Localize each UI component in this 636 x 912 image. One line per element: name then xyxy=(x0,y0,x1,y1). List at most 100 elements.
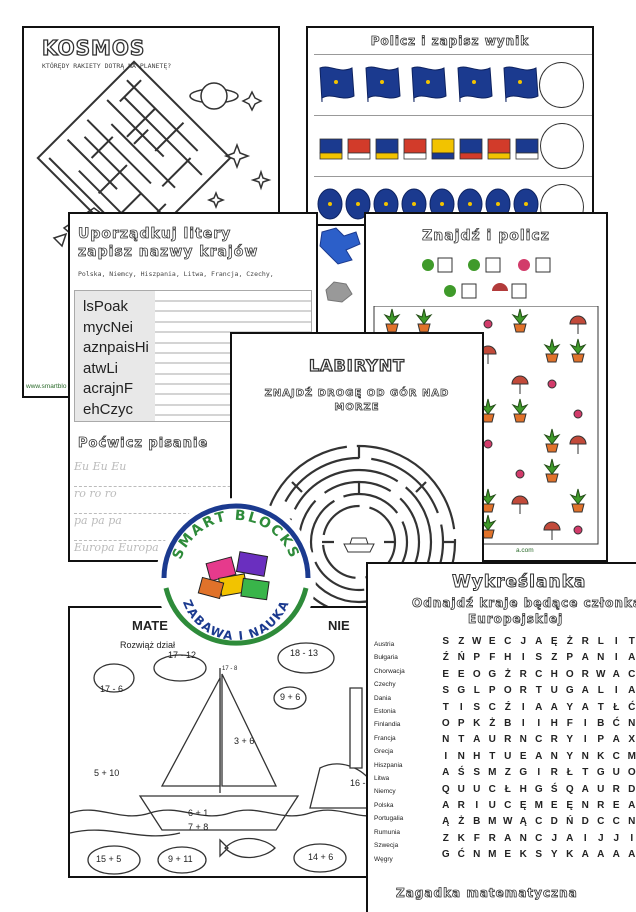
grid-letter[interactable]: R xyxy=(581,636,589,647)
grid-letter[interactable]: C xyxy=(535,668,543,680)
grid-letter[interactable]: Ż xyxy=(458,816,465,828)
grid-letter[interactable]: K xyxy=(457,832,465,844)
grid-letter[interactable]: Z xyxy=(504,767,511,779)
grid-letter[interactable]: M xyxy=(488,816,497,828)
grid-letter[interactable]: I xyxy=(583,832,587,844)
grid-letter[interactable]: S xyxy=(473,767,481,779)
grid-letter[interactable]: I xyxy=(614,652,618,664)
grid-letter[interactable]: O xyxy=(441,717,450,729)
grid-letter[interactable]: J xyxy=(597,832,604,844)
grid-letter[interactable]: T xyxy=(535,685,542,697)
grid-letter[interactable]: G xyxy=(565,685,574,697)
grid-letter[interactable]: U xyxy=(597,783,605,795)
grid-letter[interactable]: N xyxy=(519,734,527,746)
grid-letter[interactable]: O xyxy=(627,767,636,779)
grid-letter[interactable]: Ę xyxy=(550,636,558,647)
grid-letter[interactable]: T xyxy=(442,701,449,713)
grid-letter[interactable]: D xyxy=(550,816,558,828)
grid-letter[interactable]: A xyxy=(581,849,589,861)
grid-letter[interactable]: Ś xyxy=(457,767,465,779)
grid-letter[interactable]: A xyxy=(581,685,589,697)
grid-letter[interactable]: O xyxy=(472,668,481,680)
grid-letter[interactable]: A xyxy=(566,832,574,844)
grid-letter[interactable]: A xyxy=(442,799,450,811)
grid-letter[interactable]: R xyxy=(519,685,527,697)
grid-letter[interactable]: C xyxy=(535,816,543,828)
grid-letter[interactable]: L xyxy=(473,685,480,697)
grid-letter[interactable]: K xyxy=(519,849,527,861)
grid-letter[interactable]: Z xyxy=(551,652,558,664)
grid-letter[interactable]: C xyxy=(612,750,620,762)
grid-letter[interactable]: P xyxy=(566,652,574,664)
grid-letter[interactable]: G xyxy=(596,767,605,779)
grid-letter[interactable]: P xyxy=(488,685,496,697)
grid-letter[interactable]: I xyxy=(630,832,634,844)
grid-letter[interactable]: W xyxy=(503,816,513,828)
grid-letter[interactable]: A xyxy=(535,701,543,713)
grid-letter[interactable]: A xyxy=(550,701,558,713)
grid-letter[interactable]: T xyxy=(628,636,635,647)
grid-letter[interactable]: U xyxy=(473,783,481,795)
grid-letter[interactable]: N xyxy=(519,832,527,844)
grid-letter[interactable]: R xyxy=(519,668,527,680)
grid-letter[interactable]: S xyxy=(442,636,450,647)
grid-letter[interactable]: J xyxy=(613,832,620,844)
grid-letter[interactable]: R xyxy=(457,799,465,811)
grid-letter[interactable]: Y xyxy=(550,849,558,861)
grid-letter[interactable]: U xyxy=(504,750,512,762)
grid-letter[interactable]: D xyxy=(628,783,636,795)
grid-letter[interactable]: Ą xyxy=(519,816,527,828)
grid-letter[interactable]: Z xyxy=(458,636,465,647)
grid-letter[interactable]: W xyxy=(596,668,606,680)
grid-letter[interactable]: G xyxy=(457,685,466,697)
grid-letter[interactable]: H xyxy=(473,750,481,762)
grid-letter[interactable]: E xyxy=(442,668,450,680)
grid-letter[interactable]: I xyxy=(521,701,525,713)
grid-letter[interactable]: N xyxy=(442,734,450,746)
grid-letter[interactable]: C xyxy=(535,734,543,746)
grid-letter[interactable]: A xyxy=(597,849,605,861)
grid-letter[interactable]: S xyxy=(535,849,543,861)
grid-letter[interactable]: K xyxy=(473,717,481,729)
grid-letter[interactable]: M xyxy=(488,767,497,779)
grid-letter[interactable]: G xyxy=(519,767,528,779)
grid-letter[interactable]: A xyxy=(581,783,589,795)
grid-letter[interactable]: N xyxy=(550,750,558,762)
grid-letter[interactable]: W xyxy=(472,636,482,647)
grid-letter[interactable]: T xyxy=(597,701,604,713)
grid-letter[interactable]: I xyxy=(521,717,525,729)
grid-letter[interactable]: Ż xyxy=(504,668,511,680)
grid-letter[interactable]: A xyxy=(612,734,620,746)
grid-letter[interactable]: P xyxy=(473,652,481,664)
grid-letter[interactable]: A xyxy=(473,734,481,746)
grid-letter[interactable]: Ł xyxy=(504,783,511,795)
grid-letter[interactable]: H xyxy=(550,668,558,680)
grid-letter[interactable]: Ź xyxy=(442,652,449,664)
grid-letter[interactable]: I xyxy=(459,701,463,713)
grid-letter[interactable]: I xyxy=(444,750,448,762)
grid-letter[interactable]: J xyxy=(551,832,558,844)
grid-letter[interactable]: A xyxy=(628,849,636,861)
grid-letter[interactable]: N xyxy=(457,750,465,762)
grid-letter[interactable]: Ż xyxy=(489,717,496,729)
grid-letter[interactable]: B xyxy=(473,816,481,828)
grid-letter[interactable]: H xyxy=(519,783,527,795)
grid-letter[interactable]: Ć xyxy=(457,849,465,861)
grid-letter[interactable]: Ń xyxy=(566,816,574,828)
grid-letter[interactable]: N xyxy=(581,799,589,811)
grid-letter[interactable]: Y xyxy=(566,750,574,762)
grid-letter[interactable]: F xyxy=(566,717,573,729)
grid-letter[interactable]: R xyxy=(488,832,496,844)
grid-letter[interactable]: I xyxy=(583,717,587,729)
grid-letter[interactable]: C xyxy=(504,799,512,811)
grid-letter[interactable]: F xyxy=(473,832,480,844)
grid-letter[interactable]: N xyxy=(628,816,636,828)
grid-letter[interactable]: Ź xyxy=(504,701,511,713)
grid-letter[interactable]: G xyxy=(534,783,543,795)
grid-letter[interactable]: A xyxy=(442,767,450,779)
grid-letter[interactable]: C xyxy=(612,816,620,828)
grid-letter[interactable]: N xyxy=(581,750,589,762)
grid-letter[interactable]: R xyxy=(550,767,558,779)
grid-letter[interactable]: A xyxy=(504,832,512,844)
grid-letter[interactable]: U xyxy=(612,767,620,779)
